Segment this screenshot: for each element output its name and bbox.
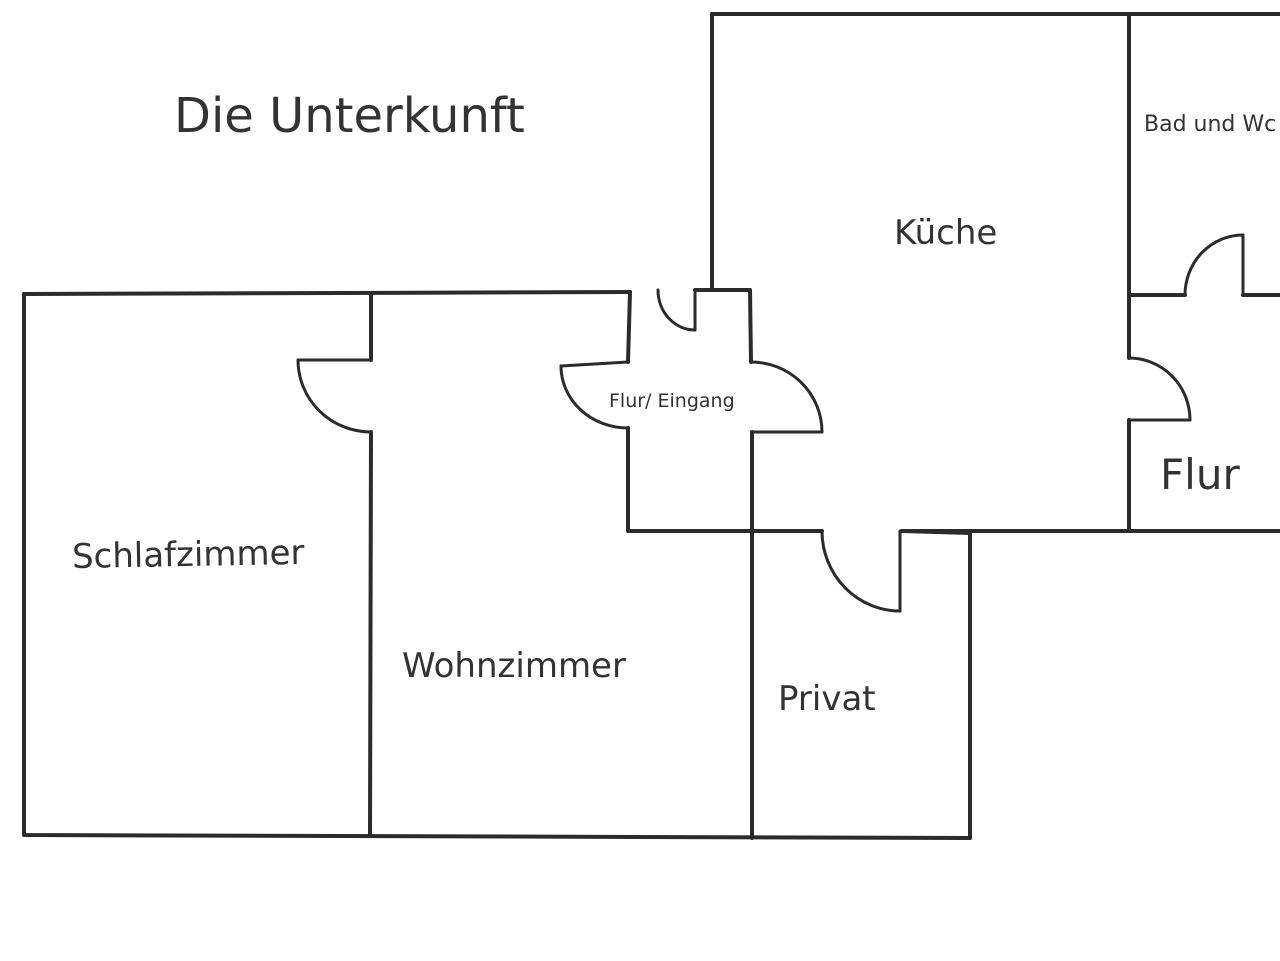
door-privat [820,529,902,613]
plan-title: Die Unterkunft [174,88,525,144]
room-label-bad: Bad und Wc [1144,112,1277,137]
wall-eingang-top-right [693,288,753,364]
outer-wall-left-block [22,290,632,296]
outer-wall-privat-right [900,529,972,840]
door-eingang-top [656,288,697,332]
door-eingang-left [559,360,630,430]
outer-wall-left-side [22,292,972,840]
room-label-flur: Flur [1160,450,1240,499]
room-label-flur-eingang: Flur/ Eingang [609,390,735,412]
room-label-wohnzimmer: Wohnzimmer [402,646,626,686]
door-eingang-right [749,360,824,434]
room-label-schlafzimmer: Schlafzimmer [71,532,305,577]
wall-schlaf-wohn-bottom [368,430,373,837]
room-label-privat: Privat [778,679,876,719]
door-flur [1127,356,1192,422]
room-label-kueche: Küche [894,213,998,253]
door-schlafzimmer [296,358,373,434]
wall-eingang-left-lower [626,426,754,533]
wall-eingang-left-upper [626,290,632,364]
door-bad [1183,233,1245,297]
